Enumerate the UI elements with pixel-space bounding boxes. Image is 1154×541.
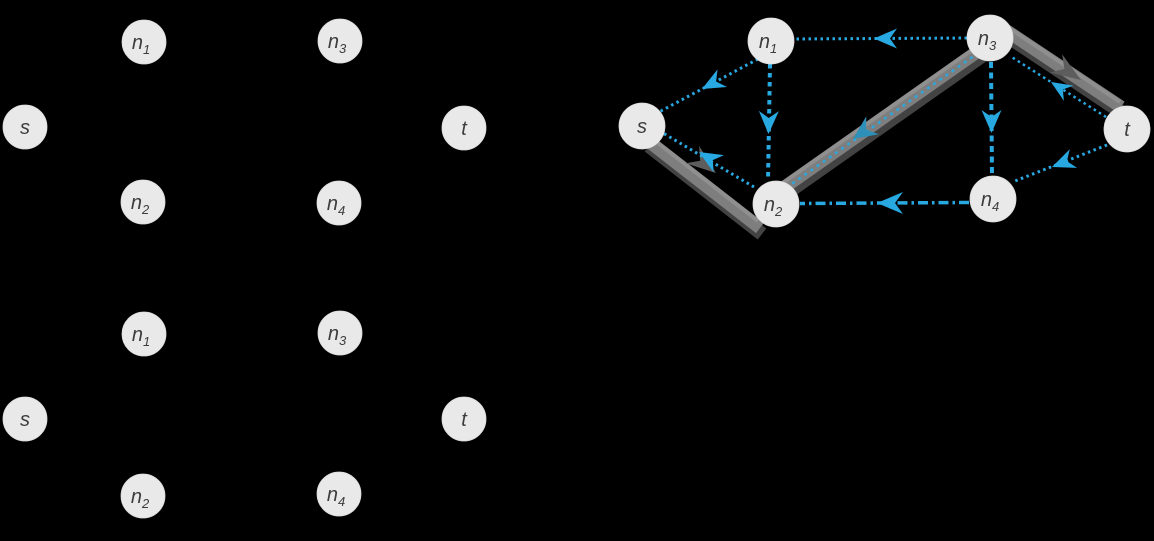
residual-arrow-n3-n4 <box>981 110 1002 133</box>
node-n1-label: n1 <box>132 32 150 57</box>
flow-beam-s-n2 <box>643 134 767 240</box>
node-t <box>1103 105 1151 153</box>
node-n3-label: n3 <box>328 31 347 56</box>
flow-beam-n3-t <box>997 20 1128 120</box>
graph-top-left: s n1 n2 n3 n4 t <box>2 18 487 226</box>
node-n4 <box>316 180 362 226</box>
residual-arrow-n1-s <box>702 69 727 89</box>
node-n4 <box>969 175 1017 223</box>
graph-bottom-left: s n1 n2 n3 n4 t <box>2 310 487 519</box>
graph-residual: s n1 n2 n3 n4 t <box>618 14 1151 228</box>
residual-edge-t-n3 <box>1009 54 1107 119</box>
node-n3-label: n3 <box>978 28 997 53</box>
node-n2-label: n2 <box>131 192 150 217</box>
node-n4-label: n4 <box>981 189 999 214</box>
flow-arrow-s-n2 <box>685 145 716 173</box>
node-n1 <box>121 311 167 357</box>
node-s <box>618 102 666 150</box>
node-t-label: t <box>461 118 468 140</box>
node-n1 <box>747 17 795 65</box>
residual-arrow-t-n4 <box>1052 149 1078 168</box>
node-n1-label: n1 <box>759 31 777 56</box>
node-s-label: s <box>20 409 30 431</box>
node-n4-label: n4 <box>327 484 345 509</box>
node-n2-label: n2 <box>131 486 150 511</box>
node-t-label: t <box>461 409 468 431</box>
node-t-label: t <box>1124 119 1131 141</box>
node-t <box>441 396 487 442</box>
residual-arrow-n3-n2 <box>853 116 879 139</box>
node-t <box>441 105 487 151</box>
residual-arrow-t-n3 <box>1051 82 1074 101</box>
node-s <box>2 396 48 442</box>
node-n3-label: n3 <box>328 323 347 348</box>
flow-beam-n2-n3 <box>775 34 1001 203</box>
node-n2 <box>120 473 166 519</box>
residual-arrow-n3-n1 <box>874 28 897 49</box>
node-s <box>2 104 48 150</box>
residual-arrow-n1-n2 <box>758 110 779 134</box>
residual-arrow-n4-n2 <box>877 192 903 214</box>
node-n4-label: n4 <box>327 193 345 218</box>
node-n1-label: n1 <box>132 324 150 349</box>
node-n3 <box>317 18 363 64</box>
flow-arrow-n3-t <box>1049 54 1081 80</box>
residual-edge-n3-n1 <box>793 36 968 41</box>
node-s-label: s <box>20 117 30 139</box>
residual-arrow-n2-s <box>699 152 724 173</box>
node-n2-label: n2 <box>764 194 783 219</box>
node-n2 <box>120 179 166 225</box>
node-n3 <box>317 310 363 356</box>
residual-edge-n1-n2 <box>766 63 772 182</box>
node-n1 <box>121 19 167 65</box>
node-s-label: s <box>637 116 647 138</box>
node-n3 <box>966 14 1014 62</box>
node-n2 <box>752 180 800 228</box>
node-n4 <box>316 471 362 517</box>
